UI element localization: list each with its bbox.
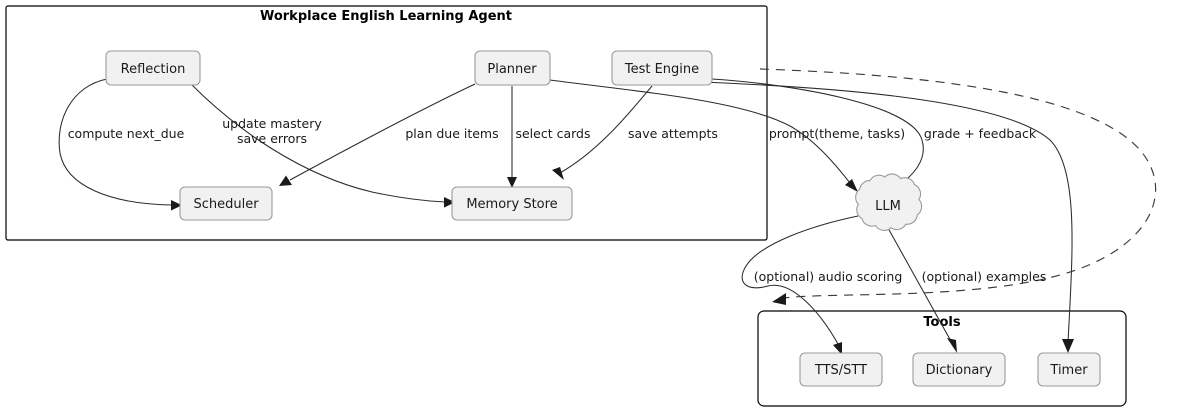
edge-label-compute-next-due: compute next_due	[68, 126, 185, 141]
edge-label-optional-examples: (optional) examples	[922, 269, 1047, 284]
node-test-engine[interactable]: Test Engine	[611, 50, 713, 86]
edge-testengine-ttsstt-dashed	[759, 68, 1157, 305]
edges-layer	[58, 68, 1157, 355]
node-tts-stt-label: TTS/STT	[814, 363, 867, 378]
edge-planner-memorystore	[507, 86, 517, 188]
node-test-engine-label: Test Engine	[624, 62, 699, 77]
node-llm[interactable]: LLM	[855, 173, 923, 231]
package-tools-title: Tools	[923, 315, 960, 330]
node-reflection-label: Reflection	[121, 62, 186, 77]
edge-label-grade-feedback: grade + feedback	[924, 126, 1037, 141]
node-planner[interactable]: Planner	[474, 50, 551, 86]
node-tts-stt-box[interactable]	[799, 352, 883, 387]
edge-label-update-mastery: update mastery	[222, 116, 322, 131]
node-reflection[interactable]: Reflection	[105, 50, 201, 86]
edge-label-prompt-theme-tasks: prompt(theme, tasks)	[769, 126, 905, 141]
node-llm-label: LLM	[875, 199, 901, 214]
node-tts-stt[interactable]: TTS/STT	[799, 352, 883, 387]
node-dictionary-box[interactable]	[912, 352, 1006, 387]
node-scheduler[interactable]: Scheduler	[179, 186, 273, 221]
node-timer-box[interactable]	[1037, 352, 1101, 387]
edge-llm-ttsstt	[741, 215, 859, 355]
node-timer[interactable]: Timer	[1037, 352, 1101, 387]
node-planner-label: Planner	[487, 62, 537, 77]
node-memory-store-box[interactable]	[451, 186, 573, 221]
edge-testengine-timer	[699, 81, 1074, 353]
edge-labels-layer: compute next_due update mastery save err…	[68, 116, 1047, 284]
edge-label-save-attempts: save attempts	[628, 126, 718, 141]
package-agent-title: Workplace English Learning Agent	[260, 9, 512, 24]
edge-label-plan-due-items: plan due items	[405, 126, 498, 141]
edge-planner-llm	[549, 79, 858, 192]
edge-label-save-errors: save errors	[237, 131, 307, 146]
package-agent: Workplace English Learning Agent	[5, 5, 768, 241]
package-agent-border	[5, 5, 768, 241]
nodes-layer: Reflection Planner Test Engine Scheduler…	[105, 50, 1101, 387]
node-planner-box[interactable]	[474, 50, 551, 86]
node-reflection-box[interactable]	[105, 50, 201, 86]
node-scheduler-label: Scheduler	[193, 197, 259, 212]
node-llm-cloud[interactable]	[855, 173, 923, 231]
node-dictionary-label: Dictionary	[926, 363, 993, 378]
edge-reflection-scheduler	[58, 78, 182, 211]
node-memory-store-label: Memory Store	[466, 197, 557, 212]
edge-llm-dictionary	[887, 227, 957, 353]
edge-label-select-cards: select cards	[515, 126, 590, 141]
edge-planner-scheduler	[279, 83, 476, 186]
edge-testengine-memorystore	[552, 85, 653, 180]
node-scheduler-box[interactable]	[179, 186, 273, 221]
edge-reflection-memorystore	[191, 84, 455, 208]
edge-label-optional-audio-scoring: (optional) audio scoring	[754, 269, 903, 284]
node-memory-store[interactable]: Memory Store	[451, 186, 573, 221]
node-test-engine-box[interactable]	[611, 50, 713, 86]
node-timer-label: Timer	[1049, 363, 1088, 378]
node-dictionary[interactable]: Dictionary	[912, 352, 1006, 387]
